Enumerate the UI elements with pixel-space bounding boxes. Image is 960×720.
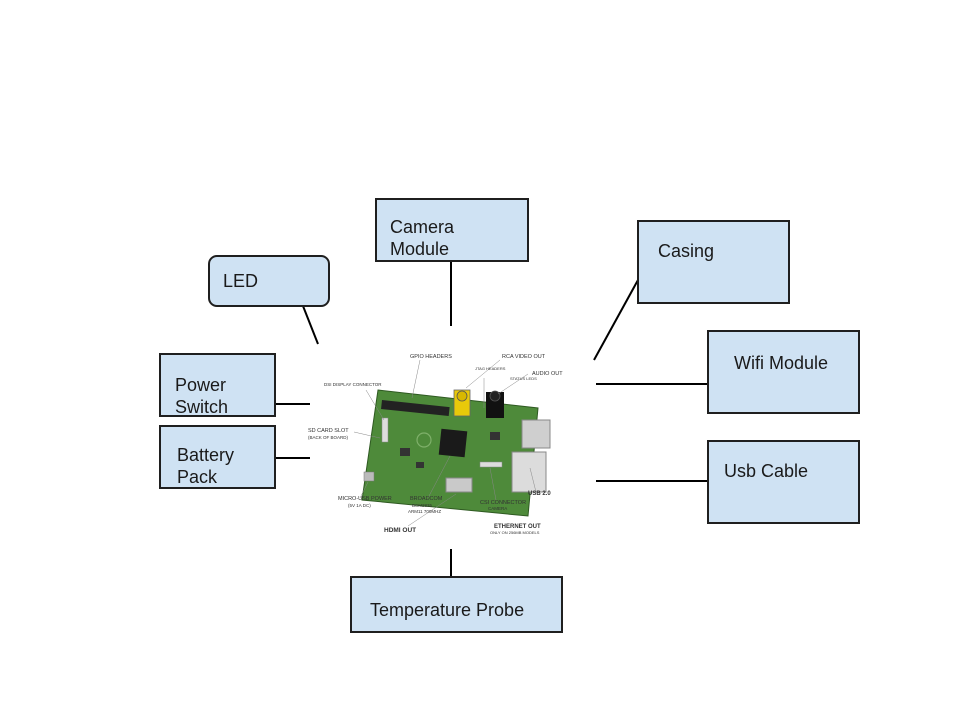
csi-sub-label: CAMERA — [488, 506, 507, 511]
line-led — [302, 305, 319, 345]
broadcom-label: BROADCOM — [410, 496, 443, 502]
micro-usb-sub-label: (5V 1A DC) — [348, 503, 371, 508]
sd-label: SD CARD SLOT — [308, 428, 349, 434]
gpio-label: GPIO HEADERS — [410, 354, 452, 360]
usb-cable-label: Usb Cable — [724, 461, 809, 481]
usb-label: USB 2.0 — [528, 491, 551, 497]
micro-usb-label: MICRO-USB POWER — [338, 496, 392, 502]
jtag-label: JTAG HEADERS — [475, 366, 506, 371]
dsi-label: DSI DISPLAY CONNECTOR — [324, 382, 382, 387]
gpio-header — [381, 400, 450, 417]
ethernet-label: ETHERNET OUT — [494, 524, 541, 530]
battery-pack-box: Battery Pack — [159, 425, 276, 489]
soc-chip — [438, 428, 468, 458]
dsi-connector — [381, 417, 389, 443]
wifi-module-label: Wifi Module — [734, 353, 829, 373]
casing-label: Casing — [658, 241, 715, 261]
csi-label: CSI CONNECTOR — [480, 500, 526, 506]
hdmi-label: HDMI OUT — [384, 527, 416, 534]
led-label: LED — [223, 271, 259, 291]
power-switch-label: Power Switch — [175, 375, 229, 417]
casing-box: Casing — [637, 220, 790, 304]
broadcom-sub1-label: BCM2835 — [412, 503, 433, 508]
line-casing — [593, 279, 639, 361]
camera-module-label: Camera Module — [390, 217, 455, 259]
ethernet-sub-label: ONLY ON 256MB MODELS — [490, 530, 540, 535]
usb-cable-box: Usb Cable — [707, 440, 860, 524]
temperature-probe-label: Temperature Probe — [370, 600, 525, 620]
raspberry-pi-board-image: GPIO HEADERS RCA VIDEO OUT JTAG HEADERS … — [308, 354, 563, 535]
broadcom-sub2-label: ARM11 700MHZ — [408, 509, 441, 514]
status-label: STATUS LEDS — [510, 376, 537, 381]
ethernet-port — [511, 451, 547, 493]
led-box: LED — [208, 255, 330, 307]
micro-usb-port — [363, 471, 375, 482]
sd-sub-label: (BACK OF BOARD) — [308, 435, 349, 440]
camera-module-box: Camera Module — [375, 198, 529, 262]
csi-connector — [479, 461, 503, 468]
temperature-probe-box: Temperature Probe — [350, 576, 563, 633]
usb-port — [521, 419, 551, 449]
rca-label: RCA VIDEO OUT — [502, 354, 546, 360]
power-switch-box: Power Switch — [159, 353, 276, 417]
battery-pack-label: Battery Pack — [177, 445, 235, 487]
hdmi-port — [445, 477, 473, 493]
wifi-module-box: Wifi Module — [707, 330, 860, 414]
audio-label: AUDIO OUT — [532, 371, 563, 377]
